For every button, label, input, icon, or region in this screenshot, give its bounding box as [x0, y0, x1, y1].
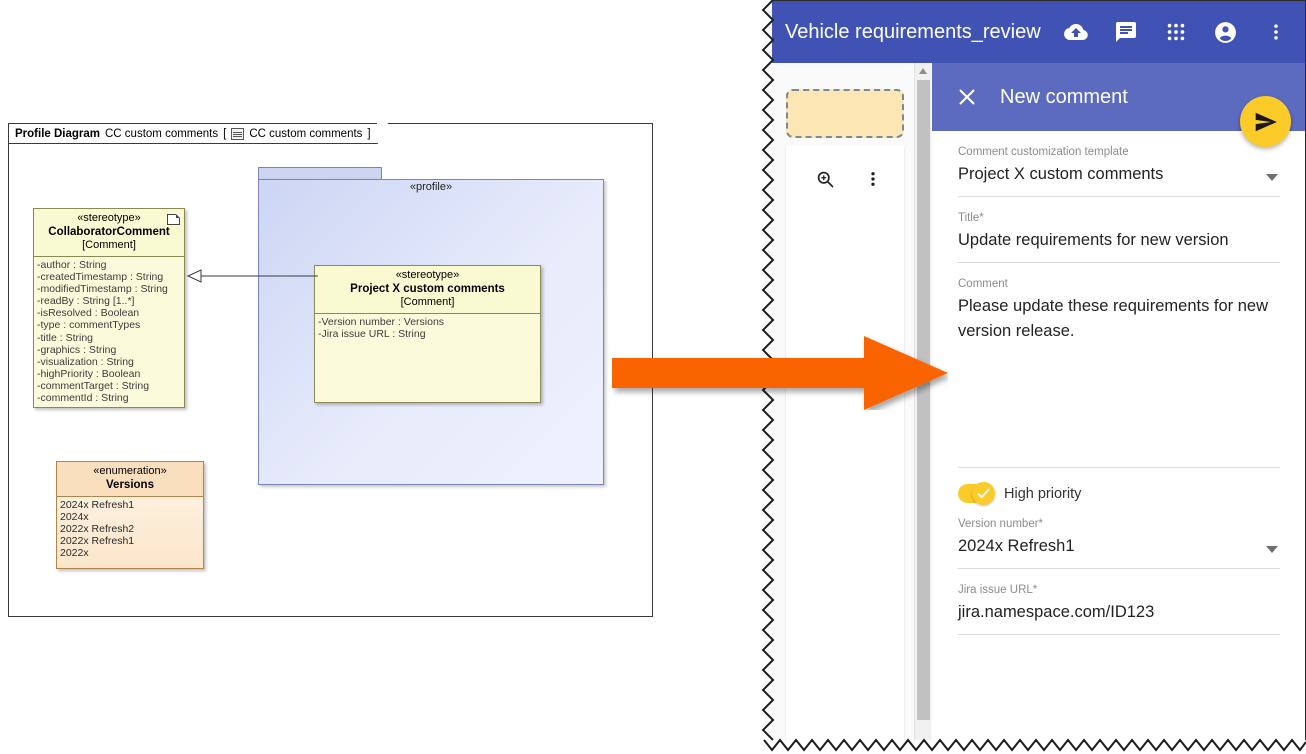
jira-url-field[interactable]: Jira issue URL* jira.namespace.com/ID123 — [958, 569, 1280, 635]
enum-literal: 2022x Refresh1 — [60, 535, 135, 548]
cloud-upload-icon[interactable] — [1063, 19, 1089, 45]
diagram-owner-label: CC custom comments — [249, 127, 363, 140]
attribute-row: -readBy : String [1..*] — [37, 295, 135, 308]
sticky-note-selected[interactable] — [786, 89, 904, 138]
enum-literal: 2022x Refresh2 — [60, 523, 135, 536]
more-vert-icon[interactable] — [862, 168, 884, 190]
app-title: Vehicle requirements_review — [785, 20, 1041, 43]
field-label: Version number* — [958, 518, 1044, 530]
enum-literal: 2024x — [60, 511, 89, 524]
literal-compartment: 2024x Refresh1 2024x 2022x Refresh2 2022… — [57, 496, 203, 568]
field-value: Project X custom comments — [958, 165, 1164, 183]
diagram-name-label: CC custom comments — [105, 127, 219, 140]
account-icon[interactable] — [1213, 19, 1239, 45]
field-underline — [958, 467, 1280, 468]
attribute-row: -type : commentTypes — [37, 319, 141, 332]
scroll-up-arrow-icon[interactable] — [915, 63, 931, 79]
flow-arrow-icon — [612, 336, 948, 410]
comment-field[interactable]: Comment Please update these requirements… — [958, 263, 1280, 468]
attribute-compartment: -Version number : Versions -Jira issue U… — [315, 313, 540, 402]
apps-grid-icon[interactable] — [1163, 19, 1189, 45]
stereotype-keyword: «stereotype» — [395, 269, 460, 281]
field-underline — [958, 262, 1280, 263]
attribute-row: -visualization : String — [37, 355, 134, 368]
bracket-close: ] — [367, 127, 371, 140]
attribute-row: -title : String — [37, 331, 94, 344]
close-icon[interactable] — [956, 86, 978, 108]
scrollbar-thumb[interactable] — [917, 80, 930, 720]
metaclass-base: [Comment] — [400, 296, 455, 308]
chevron-down-icon[interactable] — [1266, 174, 1278, 181]
template-field[interactable]: Comment customization template Project X… — [958, 131, 1280, 197]
attribute-row: -Jira issue URL : String — [318, 328, 426, 341]
class-header: «stereotype» Project X custom comments [… — [315, 266, 540, 313]
toggle-knob — [972, 482, 995, 505]
class-name: Project X custom comments — [350, 283, 505, 295]
attribute-row: -modifiedTimestamp : String — [37, 283, 168, 296]
version-number-field[interactable]: Version number* 2024x Refresh1 — [958, 503, 1280, 569]
package-stereotype-label: «profile» — [409, 181, 453, 193]
package-tab — [258, 167, 382, 179]
enum-literal: 2024x Refresh1 — [60, 499, 135, 511]
stereotype-collaborator-comment[interactable]: «stereotype» CollaboratorComment [Commen… — [33, 208, 185, 409]
title-field[interactable]: Title* Update requirements for new versi… — [958, 197, 1280, 263]
attribute-row: -graphics : String — [37, 343, 117, 356]
note-detail-panel[interactable] — [786, 146, 904, 740]
enum-literal: 2022x — [60, 547, 89, 560]
field-value: Please update these requirements for new… — [958, 297, 1269, 340]
tab-corner — [376, 123, 388, 144]
attribute-row: -highPriority : Boolean — [37, 367, 141, 380]
field-value: 2024x Refresh1 — [958, 537, 1075, 555]
chevron-down-icon[interactable] — [1266, 546, 1278, 553]
field-value: jira.namespace.com/ID123 — [958, 603, 1155, 621]
field-label: Title* — [958, 212, 984, 224]
class-header: «stereotype» CollaboratorComment [Commen… — [34, 209, 184, 256]
header-icon-group — [1063, 19, 1289, 45]
attribute-compartment: -author : String -createdTimestamp : Str… — [34, 256, 184, 408]
stereotype-projectx-custom-comments[interactable]: «stereotype» Project X custom comments [… — [314, 265, 541, 403]
field-underline — [958, 196, 1280, 197]
enumeration-versions[interactable]: «enumeration» Versions 2024x Refresh1 20… — [56, 461, 204, 569]
attribute-row: -createdTimestamp : String — [37, 271, 164, 284]
more-vert-icon[interactable] — [1263, 19, 1289, 45]
high-priority-toggle[interactable] — [958, 482, 995, 505]
field-label: Comment customization template — [958, 146, 1129, 158]
enumeration-keyword: «enumeration» — [93, 465, 167, 477]
attribute-row: -isResolved : Boolean — [37, 307, 140, 320]
note-icon — [167, 214, 180, 225]
diagram-icon — [231, 127, 245, 140]
attribute-row: -Version number : Versions — [318, 316, 445, 328]
attribute-row: -author : String — [37, 259, 107, 271]
attribute-row: -commentId : String — [37, 392, 129, 405]
new-comment-panel: New comment Comment customization templa… — [932, 63, 1305, 740]
field-label: Comment — [958, 278, 1008, 290]
field-value: Update requirements for new version — [958, 231, 1229, 249]
send-button[interactable] — [1240, 96, 1291, 147]
zoom-in-icon[interactable] — [814, 168, 836, 190]
high-priority-label: High priority — [1004, 485, 1082, 502]
field-underline — [958, 634, 1280, 635]
generalization-connector[interactable] — [186, 266, 318, 286]
comment-icon[interactable] — [1113, 19, 1139, 45]
diagram-canvas[interactable] — [772, 63, 932, 740]
enum-header: «enumeration» Versions — [57, 462, 203, 496]
app-header-bar: Vehicle requirements_review — [772, 1, 1305, 63]
note-toolbar — [814, 168, 884, 190]
field-label: Jira issue URL* — [958, 584, 1038, 596]
class-name: CollaboratorComment — [48, 226, 170, 238]
panel-title: New comment — [1000, 85, 1128, 108]
high-priority-row[interactable]: High priority — [958, 482, 1280, 505]
attribute-row: -commentTarget : String — [37, 379, 150, 392]
metaclass-base: [Comment] — [82, 239, 136, 251]
bracket-open: [ — [223, 127, 227, 140]
diagram-kind-label: Profile Diagram — [15, 127, 100, 140]
field-underline — [958, 568, 1280, 569]
stereotype-keyword: «stereotype» — [77, 212, 141, 224]
canvas-scrollbar[interactable] — [914, 63, 931, 740]
diagram-frame-header: Profile Diagram CC custom comments [ CC … — [8, 123, 388, 144]
enumeration-name: Versions — [106, 479, 154, 491]
